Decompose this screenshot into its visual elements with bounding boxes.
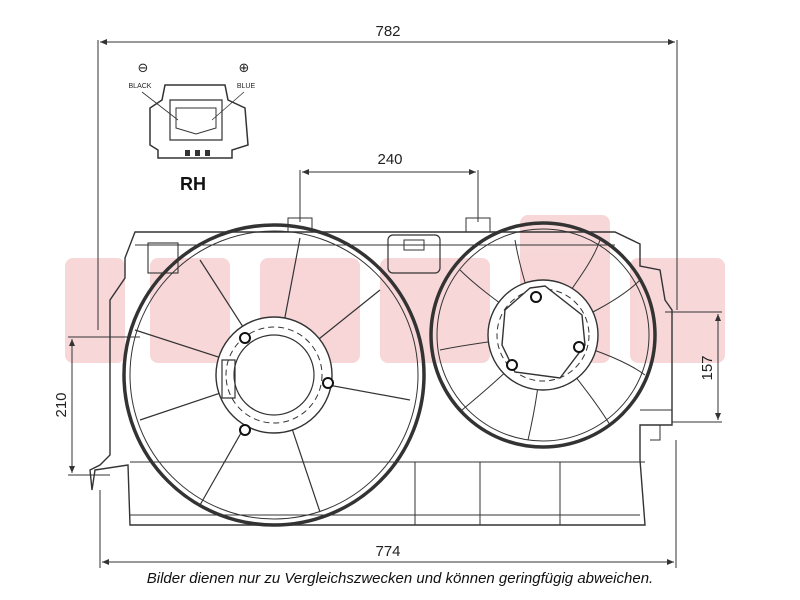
- dimension-157-label: 157: [699, 355, 716, 380]
- connector-detail: ⊖ ⊕ BLACK BLUE RH: [129, 61, 256, 194]
- plus-wire-label: BLUE: [237, 83, 256, 90]
- dimension-157: 157: [665, 311, 722, 423]
- minus-terminal-icon: ⊖: [138, 61, 149, 76]
- dimension-210: 210: [53, 336, 140, 476]
- dimension-782: 782: [97, 23, 678, 330]
- dimension-782-label: 782: [375, 23, 400, 40]
- disclaimer-caption: Bilder dienen nur zu Vergleichszwecken u…: [146, 570, 654, 587]
- large-fan: [122, 223, 426, 527]
- dimension-774-label: 774: [375, 543, 400, 560]
- small-fan: [429, 221, 657, 449]
- shroud: [89, 217, 673, 526]
- dimension-210-label: 210: [53, 392, 70, 417]
- side-label: RH: [180, 174, 206, 194]
- plus-terminal-icon: ⊕: [239, 61, 250, 76]
- dimension-240: 240: [299, 151, 479, 222]
- dimension-774: 774: [99, 440, 677, 568]
- dimension-240-label: 240: [377, 151, 402, 168]
- minus-wire-label: BLACK: [129, 83, 152, 90]
